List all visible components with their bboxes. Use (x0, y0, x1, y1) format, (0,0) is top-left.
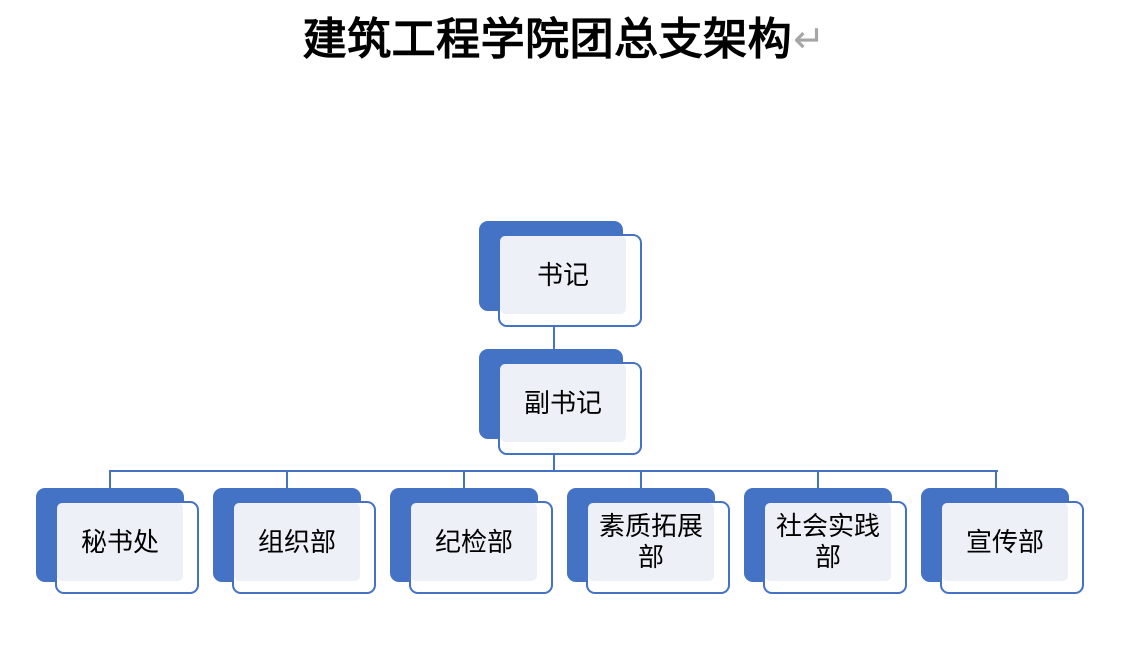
node-secretariat-card: 秘书处 (55, 501, 199, 594)
paragraph-mark-icon: ↵ (793, 19, 826, 61)
node-discipline-label: 纪检部 (434, 526, 513, 557)
node-social-practice-card: 社会实践 部 (763, 501, 907, 594)
node-organization-card: 组织部 (232, 501, 376, 594)
node-secretariat-label: 秘书处 (80, 526, 159, 557)
node-publicity-label: 宣传部 (965, 526, 1044, 557)
node-quality-dev-label: 素质拓展 部 (598, 511, 703, 572)
connector-drop-secretariat (109, 470, 111, 490)
node-social-practice-panel: 社会实践 部 (765, 503, 891, 581)
node-deputy-secretary-label: 副书记 (523, 387, 602, 418)
node-organization-label: 组织部 (257, 526, 336, 557)
connector-drop-publicity (995, 470, 997, 490)
node-deputy-secretary-card: 副书记 (498, 362, 642, 455)
node-secretary-label: 书记 (536, 259, 589, 290)
connector-drop-social-practice (817, 470, 819, 490)
connector-drop-quality-dev (640, 470, 642, 490)
node-discipline-card: 纪检部 (409, 501, 553, 594)
page-title-text: 建筑工程学院团总支架构 (302, 15, 793, 64)
node-secretary-card: 书记 (498, 234, 642, 327)
connector-horizontal-bus (110, 470, 998, 472)
connector-drop-organization (286, 470, 288, 490)
node-social-practice-label: 社会实践 部 (775, 511, 880, 572)
node-organization-panel: 组织部 (234, 503, 360, 581)
node-deputy-secretary-panel: 副书记 (500, 364, 626, 442)
node-quality-dev-panel: 素质拓展 部 (588, 503, 714, 581)
node-publicity-card: 宣传部 (940, 501, 1084, 594)
node-discipline-panel: 纪检部 (411, 503, 537, 581)
node-secretariat-panel: 秘书处 (57, 503, 183, 581)
node-secretary-panel: 书记 (500, 236, 626, 314)
connector-drop-discipline (463, 470, 465, 490)
node-publicity-panel: 宣传部 (942, 503, 1068, 581)
node-quality-dev-card: 素质拓展 部 (586, 501, 730, 594)
page-title: 建筑工程学院团总支架构↵ (0, 14, 1128, 66)
